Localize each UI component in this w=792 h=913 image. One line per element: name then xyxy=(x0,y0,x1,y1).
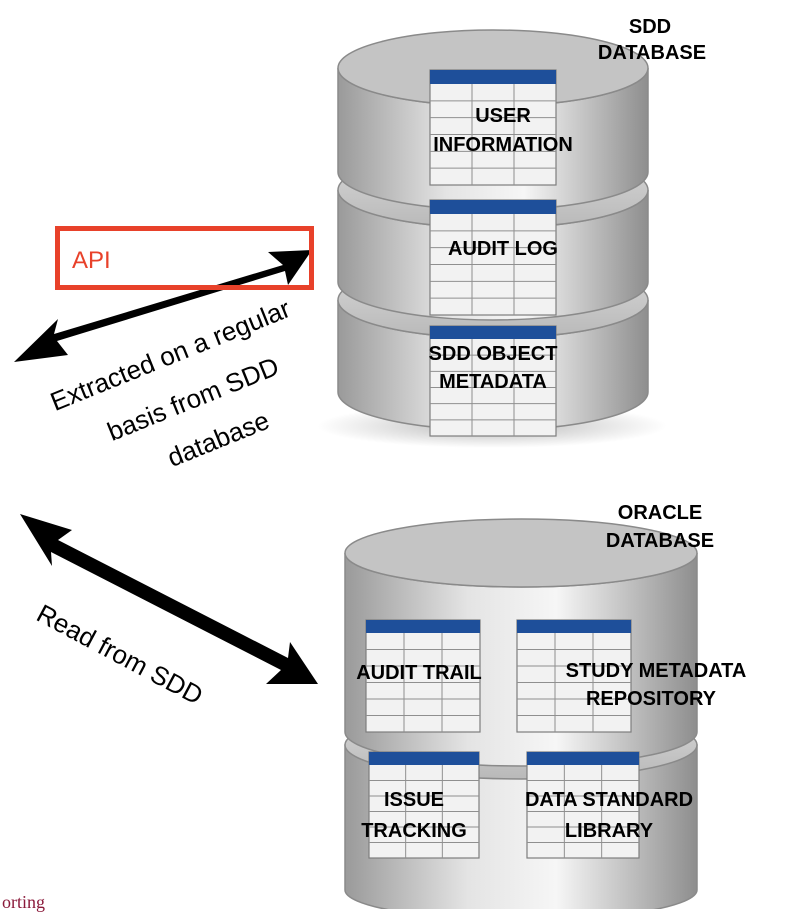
oracle-segment-top-cap xyxy=(344,518,698,588)
study-metadata-repository-table-icon xyxy=(516,619,632,733)
footer-text-fragment: orting xyxy=(2,892,45,912)
issue-tracking-label-line1: ISSUE xyxy=(383,789,445,811)
issue-tracking-table-icon xyxy=(368,751,480,859)
api-label: API xyxy=(72,247,111,274)
audit-log-label: AUDIT LOG xyxy=(448,238,558,260)
user-information-label-line2: INFORMATION xyxy=(433,134,573,156)
user-information-label-line1: USER xyxy=(475,105,531,127)
sdd-object-metadata-label-line2: METADATA xyxy=(439,371,547,393)
user-information-table-icon xyxy=(429,69,557,186)
sdd-db-title-line1: SDD xyxy=(628,16,672,38)
lower-double-arrow xyxy=(20,514,318,684)
data-standard-library-label-line1: DATA STANDARD xyxy=(524,789,694,811)
oracle-db-title-line2: DATABASE xyxy=(605,530,715,552)
audit-trail-label: AUDIT TRAIL xyxy=(356,662,482,684)
audit-trail-table-icon xyxy=(365,619,481,733)
study-metadata-repository-label-line1: STUDY METADATA xyxy=(565,660,747,682)
issue-tracking-label-line2: TRACKING xyxy=(361,820,467,842)
audit-log-table-icon xyxy=(429,199,557,316)
oracle-db-title-line1: ORACLE xyxy=(617,502,703,524)
api-highlight-box xyxy=(55,226,314,290)
data-standard-library-label-line2: LIBRARY xyxy=(564,820,654,842)
upper-double-arrow xyxy=(14,250,312,362)
study-metadata-repository-label-line2: REPOSITORY xyxy=(585,688,717,710)
sdd-object-metadata-label-line1: SDD OBJECT xyxy=(428,343,558,365)
table-icons xyxy=(365,69,640,859)
data-standard-library-table-icon xyxy=(526,751,640,859)
sdd-object-metadata-table-icon xyxy=(429,325,557,437)
sdd-db-title-line2: DATABASE xyxy=(597,42,707,64)
